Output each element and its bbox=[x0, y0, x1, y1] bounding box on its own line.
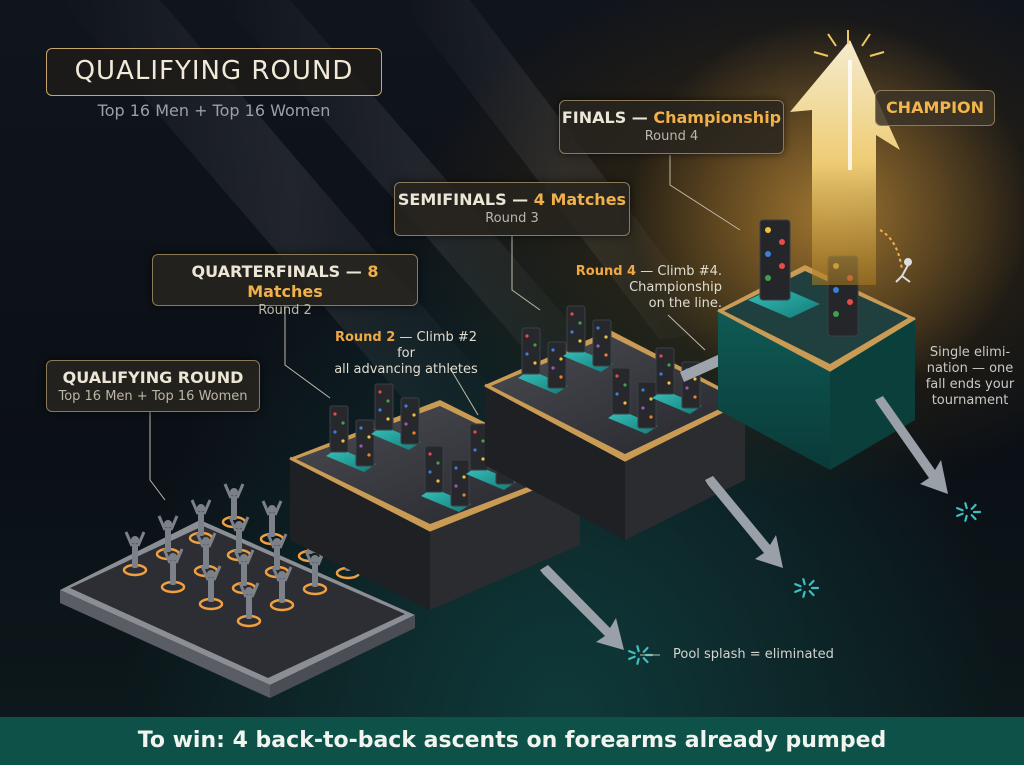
climbing-wall-icon bbox=[326, 405, 376, 472]
athlete-figure-icon bbox=[198, 565, 224, 611]
single-elim-line4: tournament bbox=[931, 393, 1009, 408]
athlete-figure-icon bbox=[259, 500, 285, 546]
round2-note-line2: all advancing athletes bbox=[334, 362, 478, 377]
round4-note-line2: Championship bbox=[629, 280, 722, 295]
single-elimination-note: Single elimi- nation — one fall ends you… bbox=[920, 345, 1020, 409]
round2-note: Round 2 — Climb #2 for all advancing ath… bbox=[326, 330, 486, 378]
semifinals-count: 4 Matches bbox=[533, 190, 627, 209]
splash-icons bbox=[628, 502, 982, 665]
footer-banner: To win: 4 back-to-back ascents on forear… bbox=[0, 717, 1024, 765]
climbing-wall-icon bbox=[608, 367, 658, 434]
athlete-figure-icon bbox=[221, 483, 247, 529]
pool-splash-note: Pool splash = eliminated bbox=[673, 647, 834, 662]
quarterfinals-label: QUARTERFINALS — 8 Matches Round 2 bbox=[152, 254, 418, 318]
elimination-arrow-icon bbox=[540, 396, 948, 650]
single-elim-line3: fall ends your bbox=[925, 377, 1015, 392]
quarterfinals-count: 8 Matches bbox=[247, 262, 379, 301]
athlete-figure-icon bbox=[122, 531, 148, 577]
qualifying-round-label: QUALIFYING ROUND Top 16 Men + Top 16 Wom… bbox=[46, 360, 260, 412]
climbing-wall-icon bbox=[421, 445, 471, 512]
splash-icon bbox=[794, 578, 820, 598]
semifinals-round: Round 3 bbox=[485, 211, 539, 226]
climbing-wall-icon bbox=[371, 383, 421, 450]
finals-championship: Championship bbox=[653, 108, 782, 127]
climbing-wall-icon bbox=[759, 219, 791, 301]
falling-climber-icon bbox=[879, 229, 912, 283]
quarterfinals-title: QUARTERFINALS — bbox=[191, 262, 368, 281]
climbing-wall-icon bbox=[518, 327, 568, 394]
round2-note-line1: — Climb #2 for bbox=[395, 330, 478, 361]
light-beam bbox=[60, 0, 520, 430]
athlete-figure-icon bbox=[269, 566, 295, 612]
splash-icon bbox=[956, 502, 982, 522]
qualifying-round-title: QUALIFYING ROUND bbox=[62, 368, 244, 387]
leader-lines bbox=[149, 155, 741, 656]
finals-label: FINALS — Championship Round 4 bbox=[559, 100, 784, 154]
athlete-figure-icon bbox=[236, 582, 262, 628]
semifinal-walls bbox=[518, 305, 702, 434]
round4-note-line1: — Climb #4. bbox=[636, 264, 722, 279]
qualifying-platform bbox=[60, 520, 415, 698]
round4-note: Round 4 — Climb #4. Championship on the … bbox=[572, 264, 722, 312]
single-elim-line1: Single elimi- bbox=[929, 345, 1011, 360]
round4-note-em: Round 4 bbox=[575, 264, 637, 279]
athlete-figure-icon bbox=[160, 548, 186, 594]
climbing-wall-icon bbox=[563, 305, 613, 372]
athlete-figure-icon bbox=[193, 532, 219, 578]
round2-note-em: Round 2 bbox=[334, 330, 396, 345]
quarterfinal-walls bbox=[326, 383, 516, 512]
quarterfinals-round: Round 2 bbox=[258, 303, 312, 318]
semifinals-title: SEMIFINALS — bbox=[397, 190, 534, 209]
semifinals-label: SEMIFINALS — 4 Matches Round 3 bbox=[394, 182, 630, 236]
champion-arrow-icon bbox=[790, 30, 900, 285]
athlete-figure-icon bbox=[264, 533, 290, 579]
page-subtitle: Top 16 Men + Top 16 Women bbox=[97, 101, 331, 120]
qualifying-round-subtitle: Top 16 Men + Top 16 Women bbox=[58, 389, 248, 404]
finals-round: Round 4 bbox=[644, 129, 699, 144]
round4-note-line3: on the line. bbox=[648, 296, 722, 311]
finals-title: FINALS — bbox=[561, 108, 654, 127]
single-elim-line2: nation — one bbox=[926, 361, 1014, 376]
page-title: QUALIFYING ROUND bbox=[46, 48, 382, 96]
champion-label: CHAMPION bbox=[875, 90, 995, 126]
